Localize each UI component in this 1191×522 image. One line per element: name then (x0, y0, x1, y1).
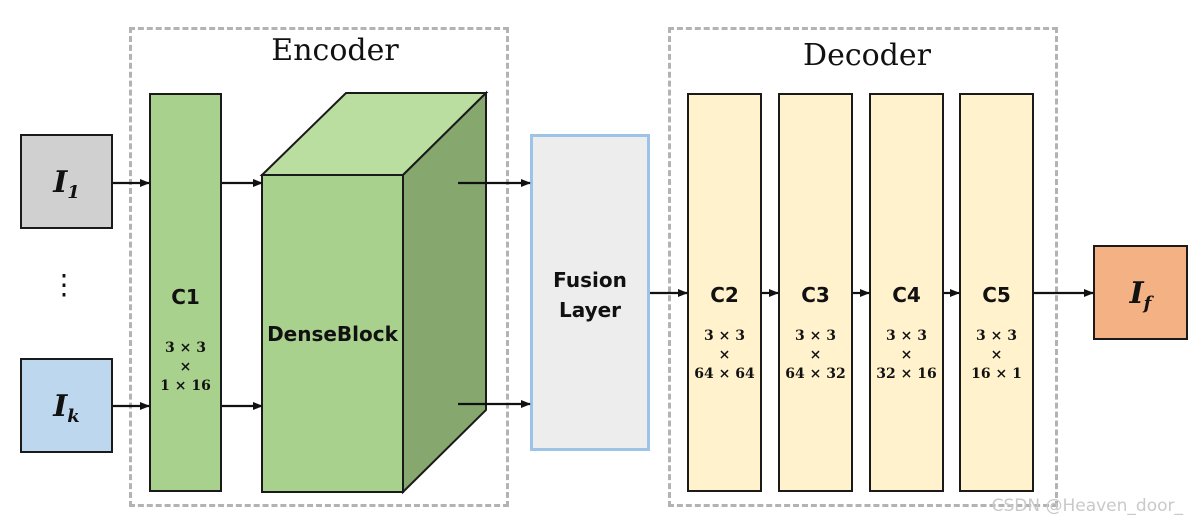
c2-dims: 3 × 3 × 64 × 64 (689, 327, 760, 384)
c1-dim-2: × (179, 359, 192, 375)
c3-layer: C3 3 × 3 × 64 × 32 (778, 93, 853, 492)
denseblock-label: DenseBlock (267, 322, 398, 346)
c1-dim-3: 1 × 16 (160, 378, 211, 394)
fusion-label-line2: Layer (558, 298, 622, 322)
output-if-box: If (1093, 245, 1188, 340)
c3-dim-3: 64 × 32 (785, 366, 846, 382)
c4-dims: 3 × 3 × 32 × 16 (871, 327, 942, 384)
watermark: CSDN @Heaven_door_ (991, 496, 1183, 516)
c2-dim-3: 64 × 64 (694, 366, 755, 382)
c1-dim-1: 3 × 3 (165, 340, 206, 356)
input-ik-label: Ik (22, 392, 111, 426)
decoder-title: Decoder (803, 38, 931, 73)
input-i1-label: I1 (22, 168, 111, 202)
fusion-layer: Fusion Layer (530, 134, 650, 451)
c4-dim-3: 32 × 16 (876, 366, 937, 382)
fusion-label-line1: Fusion (553, 268, 627, 292)
c4-name: C4 (892, 283, 921, 307)
c5-layer: C5 3 × 3 × 16 × 1 (959, 93, 1034, 492)
c5-dims: 3 × 3 × 16 × 1 (961, 327, 1032, 384)
input-i1-sub: 1 (67, 182, 80, 203)
output-if-label: If (1095, 279, 1186, 313)
fusion-label: Fusion Layer (533, 265, 647, 325)
input-i1-box: I1 (20, 134, 113, 229)
c2-name: C2 (710, 283, 739, 307)
input-i1-base: I (53, 165, 68, 200)
c3-dims: 3 × 3 × 64 × 32 (780, 327, 851, 384)
input-ik-base: I (53, 389, 68, 424)
decoder-container (668, 27, 1058, 507)
c1-dims: 3 × 3 × 1 × 16 (151, 339, 220, 396)
input-ik-box: Ik (20, 358, 113, 453)
c4-layer: C4 3 × 3 × 32 × 16 (869, 93, 944, 492)
c4-dim-2: × (900, 347, 913, 363)
c5-dim-1: 3 × 3 (976, 328, 1017, 344)
c5-dim-2: × (990, 347, 1003, 363)
c1-name: C1 (171, 285, 200, 309)
c3-dim-1: 3 × 3 (795, 328, 836, 344)
input-ik-sub: k (67, 406, 80, 427)
c2-dim-2: × (718, 347, 731, 363)
c2-layer: C2 3 × 3 × 64 × 64 (687, 93, 762, 492)
c5-dim-3: 16 × 1 (971, 366, 1022, 382)
c5-name: C5 (982, 283, 1011, 307)
denseblock-front-face (261, 174, 404, 493)
output-if-base: I (1129, 276, 1144, 311)
c3-dim-2: × (809, 347, 822, 363)
c1-layer: C1 3 × 3 × 1 × 16 (149, 93, 222, 492)
c2-dim-1: 3 × 3 (704, 328, 745, 344)
encoder-container (129, 27, 509, 507)
output-if-sub: f (1143, 293, 1152, 314)
encoder-title: Encoder (271, 33, 399, 68)
c4-dim-1: 3 × 3 (886, 328, 927, 344)
c3-name: C3 (801, 283, 830, 307)
